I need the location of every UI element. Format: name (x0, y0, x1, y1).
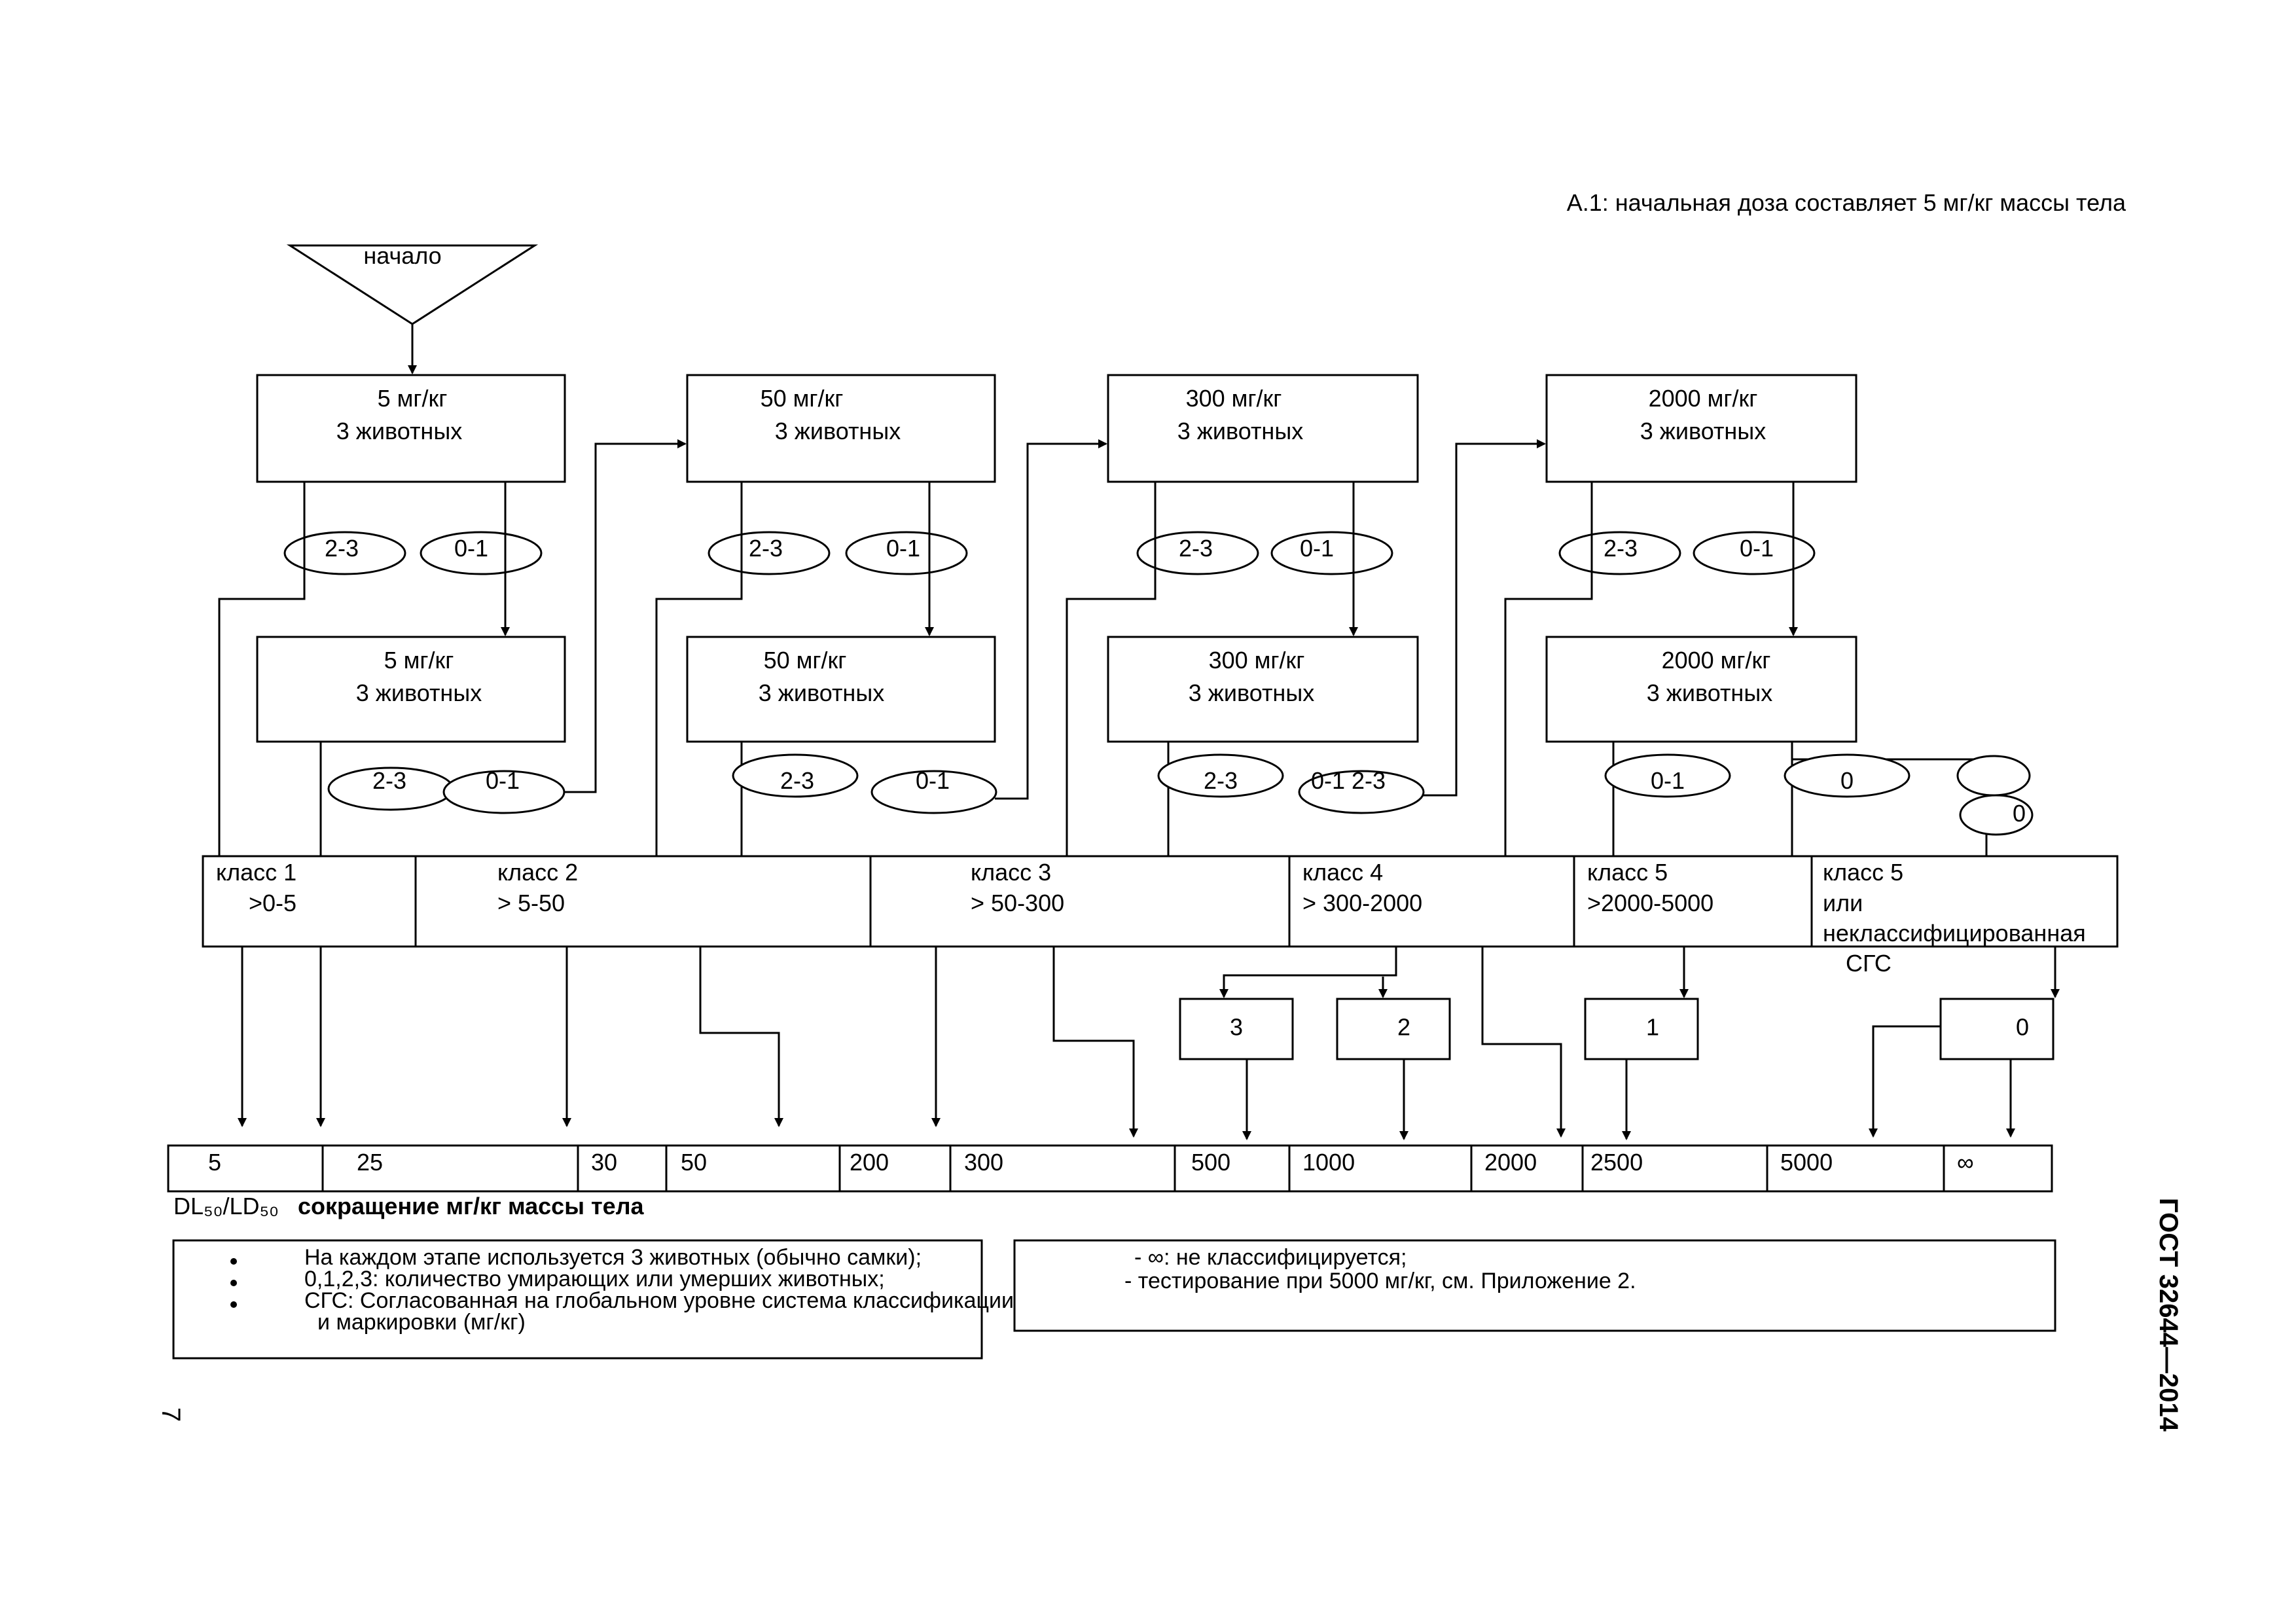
page-number: 7 (156, 1407, 185, 1422)
oval-label: 2-3 (325, 535, 359, 562)
scale-value: 50 (681, 1149, 707, 1176)
scale-caption: сокращение мг/кг массы тела (298, 1193, 644, 1219)
classes-row: класс 1 >0-5 класс 2 > 5-50 класс 3 > 50… (202, 855, 2119, 977)
oval-label: 2-3 (1204, 767, 1238, 794)
dose-box-2000-top: 2000 мг/кг 3 животных (1545, 374, 1857, 483)
note-line: 0,1,2,3: количество умирающих или умерши… (304, 1267, 885, 1291)
scale-value: ∞ (1957, 1149, 1974, 1176)
start-triangle (286, 244, 539, 325)
dose-box-5-bottom: 5 мг/кг 3 животных (256, 636, 566, 743)
scale-value: 2500 (1590, 1149, 1643, 1176)
dose-label: 5 мг/кг (384, 647, 454, 674)
note-line: На каждом этапе используется 3 животных … (304, 1245, 922, 1270)
scale-caption-prefix: DL₅₀/LD₅₀ (173, 1193, 279, 1219)
dose-box-300-bottom: 300 мг/кг 3 животных (1107, 636, 1419, 743)
class-unclassified: неклассифицированная (1823, 920, 2086, 947)
oval-label: 0 (2013, 800, 2026, 827)
class-5-range: >2000-5000 (1587, 890, 1713, 916)
ovals-top: 2-3 0-1 2-3 0-1 2-3 0-1 2-3 0-1 (283, 531, 1816, 575)
dose-label: 2000 мг/кг (1662, 647, 1771, 674)
standard-label: ГОСТ 32644—2014 (2154, 1198, 2183, 1432)
scale-value: 500 (1191, 1149, 1230, 1176)
dose-box-300-top: 300 мг/кг 3 животных (1107, 374, 1419, 483)
result-3: 3 (1230, 1014, 1243, 1041)
note-line: и маркировки (мг/кг) (317, 1310, 526, 1335)
dose-box-5-top: 5 мг/кг 3 животных (256, 374, 566, 483)
dose-scale: 5 25 30 50 200 300 500 1000 2000 2500 50… (167, 1144, 2053, 1193)
result-1: 1 (1646, 1014, 1659, 1041)
oval-label: 0-1 (1651, 767, 1685, 794)
dose-label: 300 мг/кг (1186, 385, 1282, 412)
class-5-label: класс 5 (1587, 859, 1668, 886)
scale-value: 5 (208, 1149, 221, 1176)
oval-label: 0-1 (916, 767, 950, 794)
oval-label: 2-3 (749, 535, 783, 562)
class-5-unclassified-label: класс 5 (1823, 859, 1903, 886)
oval-label: 0-1 (1300, 535, 1334, 562)
scale-connectors (238, 947, 2060, 1140)
oval-label: 0-1 (454, 535, 488, 562)
class-3-label: класс 3 (971, 859, 1051, 886)
scale-value: 300 (964, 1149, 1003, 1176)
dose-box-50-top: 50 мг/кг 3 животных (686, 374, 996, 483)
result-boxes: 3 2 1 0 (1179, 998, 2054, 1060)
class-5-or: или (1823, 890, 1863, 916)
class-4-range: > 300-2000 (1302, 890, 1422, 916)
page-title: А.1: начальная доза составляет 5 мг/кг м… (1567, 189, 2126, 216)
animals-label: 3 животных (1189, 679, 1314, 706)
animals-label: 3 животных (1640, 418, 1766, 444)
class-1-label: класс 1 (216, 859, 296, 886)
dose-label: 50 мг/кг (764, 647, 847, 674)
note-line: - тестирование при 5000 мг/кг, см. Прило… (1124, 1269, 1636, 1293)
note-line: - ∞: не классифицируется; (1134, 1245, 1407, 1270)
animals-label: 3 животных (1177, 418, 1303, 444)
animals-label: 3 животных (1647, 679, 1772, 706)
scale-value: 5000 (1780, 1149, 1833, 1176)
oval-label: 0-1 (1740, 535, 1774, 562)
class-2-range: > 5-50 (497, 890, 565, 916)
oval-label: 2-3 (372, 767, 406, 794)
result-0: 0 (2016, 1014, 2029, 1041)
dose-label: 50 мг/кг (761, 385, 844, 412)
scale-value: 30 (591, 1149, 617, 1176)
oval-label: 0-1 (886, 535, 920, 562)
scale-value: 2000 (1484, 1149, 1537, 1176)
connectors (215, 439, 1991, 865)
dose-label: 300 мг/кг (1209, 647, 1305, 674)
class-1-range: >0-5 (249, 890, 296, 916)
class-3-range: > 50-300 (971, 890, 1064, 916)
oval-label: 2-3 (780, 767, 814, 794)
scale-value: 1000 (1302, 1149, 1355, 1176)
class-4-label: класс 4 (1302, 859, 1383, 886)
class-ghs: СГС (1846, 950, 1892, 977)
dose-label: 5 мг/кг (378, 385, 448, 412)
oval-label: 2-3 (1179, 535, 1213, 562)
animals-label: 3 животных (336, 418, 462, 444)
start-label: начало (363, 242, 441, 269)
oval-label: 0-1 2-3 (1311, 767, 1386, 794)
dose-box-2000-bottom: 2000 мг/кг 3 животных (1545, 636, 1857, 743)
animals-label: 3 животных (356, 679, 482, 706)
oval-label: 2-3 (1604, 535, 1638, 562)
class-2-label: класс 2 (497, 859, 578, 886)
notes-left: На каждом этапе используется 3 животных … (172, 1239, 1014, 1360)
dose-box-50-bottom: 50 мг/кг 3 животных (686, 636, 996, 743)
animals-label: 3 животных (759, 679, 884, 706)
ovals-bottom: 2-3 0-1 2-3 0-1 2-3 0-1 2-3 0-1 0 0 (327, 753, 2034, 836)
result-2: 2 (1397, 1014, 1410, 1041)
animals-label: 3 животных (775, 418, 901, 444)
scale-value: 200 (850, 1149, 889, 1176)
note-line: СГС: Согласованная на глобальном уровне … (304, 1288, 1014, 1313)
oval-label: 0 (1840, 767, 1854, 794)
scale-value: 25 (357, 1149, 383, 1176)
dose-label: 2000 мг/кг (1649, 385, 1758, 412)
oval-label: 0-1 (486, 767, 520, 794)
notes-right: - ∞: не классифицируется; - тестирование… (1013, 1239, 2056, 1332)
